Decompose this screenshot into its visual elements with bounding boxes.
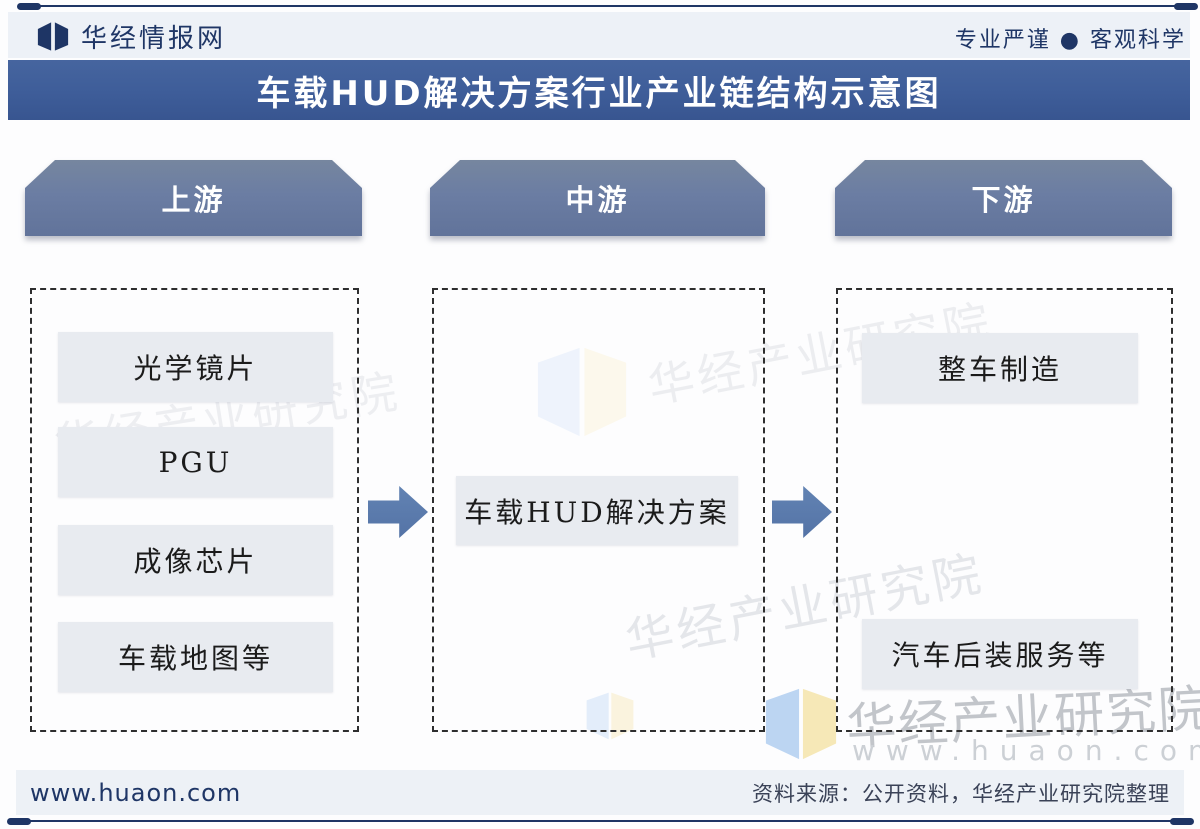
- column-header-downstream: 下游: [835, 160, 1172, 236]
- chain-item-vehicle-manufacturing: 整车制造: [862, 333, 1138, 403]
- downstream-label: 下游: [971, 183, 1036, 217]
- brand-slogan: 专业严谨 ● 客观科学: [954, 28, 1186, 53]
- site-url: www.huaon.com: [30, 778, 242, 807]
- top-divider-left-cap: [17, 3, 41, 10]
- upstream-container: [30, 288, 359, 732]
- top-divider: [38, 5, 1178, 7]
- chain-item-imaging-chip: 成像芯片: [58, 525, 333, 595]
- chain-item-aftermarket-service: 汽车后装服务等: [862, 619, 1138, 689]
- open-book-watermark-icon: [584, 686, 636, 746]
- upstream-label: 上游: [161, 183, 226, 217]
- midstream-container: [432, 288, 765, 732]
- data-source: 资料来源：公开资料，华经产业研究院整理: [752, 781, 1170, 806]
- bottom-divider-left-cap: [7, 818, 31, 825]
- watermark-url: www.huaon.com: [852, 734, 1200, 767]
- column-header-midstream: 中游: [430, 160, 765, 236]
- column-header-upstream: 上游: [25, 160, 362, 236]
- brand-name: 华经情报网: [81, 24, 227, 54]
- chain-item-optical-lens: 光学镜片: [58, 332, 333, 402]
- open-book-watermark-icon: [762, 684, 840, 764]
- footer-strip: www.huaon.com 资料来源：公开资料，华经产业研究院整理: [16, 770, 1184, 815]
- chain-item-hud-solution: 车载HUD解决方案: [456, 476, 738, 545]
- downstream-container: [836, 288, 1173, 732]
- right-arrow-icon: [772, 486, 832, 538]
- brand: 华经情报网: [36, 18, 226, 55]
- midstream-label: 中游: [565, 183, 630, 217]
- page-title: 车载HUD解决方案行业产业链结构示意图: [256, 73, 942, 114]
- header-strip: [8, 12, 1190, 58]
- top-divider-right-cap: [1174, 3, 1198, 10]
- open-book-logo-icon: [36, 21, 70, 52]
- chain-item-pgu: PGU: [58, 427, 333, 497]
- open-book-watermark-icon: [533, 343, 631, 441]
- bottom-divider: [22, 820, 1174, 822]
- right-arrow-icon: [368, 486, 428, 538]
- title-bar: 车载HUD解决方案行业产业链结构示意图: [8, 60, 1190, 120]
- bottom-divider-right-cap: [1170, 818, 1194, 825]
- chain-item-car-map: 车载地图等: [58, 622, 333, 692]
